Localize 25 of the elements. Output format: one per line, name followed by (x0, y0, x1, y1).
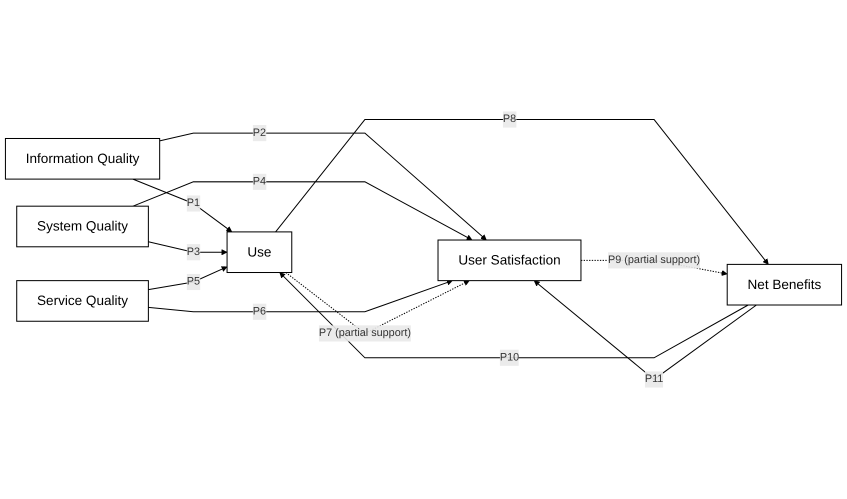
edge-label: P1 (186, 197, 200, 209)
edge-label: P7 (partial support) (318, 327, 411, 339)
edge-label: P11 (644, 373, 664, 385)
node-box: User Satisfaction (438, 240, 582, 282)
arrow (148, 280, 453, 312)
arrow (148, 266, 228, 290)
node-box: Use (226, 231, 292, 274)
edge-label: P6 (252, 306, 266, 318)
arrow (132, 178, 232, 232)
node-box: Net Benefits (726, 264, 842, 306)
arrow (148, 241, 228, 256)
edge-label: P10 (500, 352, 520, 364)
node-box: Information Quality (4, 138, 160, 180)
node-box: Service Quality (16, 280, 149, 322)
edge-label: P4 (252, 176, 266, 188)
edge-label: P8 (502, 113, 516, 125)
node-box: System Quality (16, 206, 149, 248)
edge-label: P2 (252, 126, 266, 138)
edge-label: P5 (186, 276, 200, 288)
arrow (160, 132, 487, 240)
arrow (279, 272, 748, 358)
edge-label: P9 (partial support) (608, 254, 700, 266)
arrow (275, 119, 769, 265)
arrow (132, 181, 472, 240)
edge-label: P3 (186, 246, 200, 258)
